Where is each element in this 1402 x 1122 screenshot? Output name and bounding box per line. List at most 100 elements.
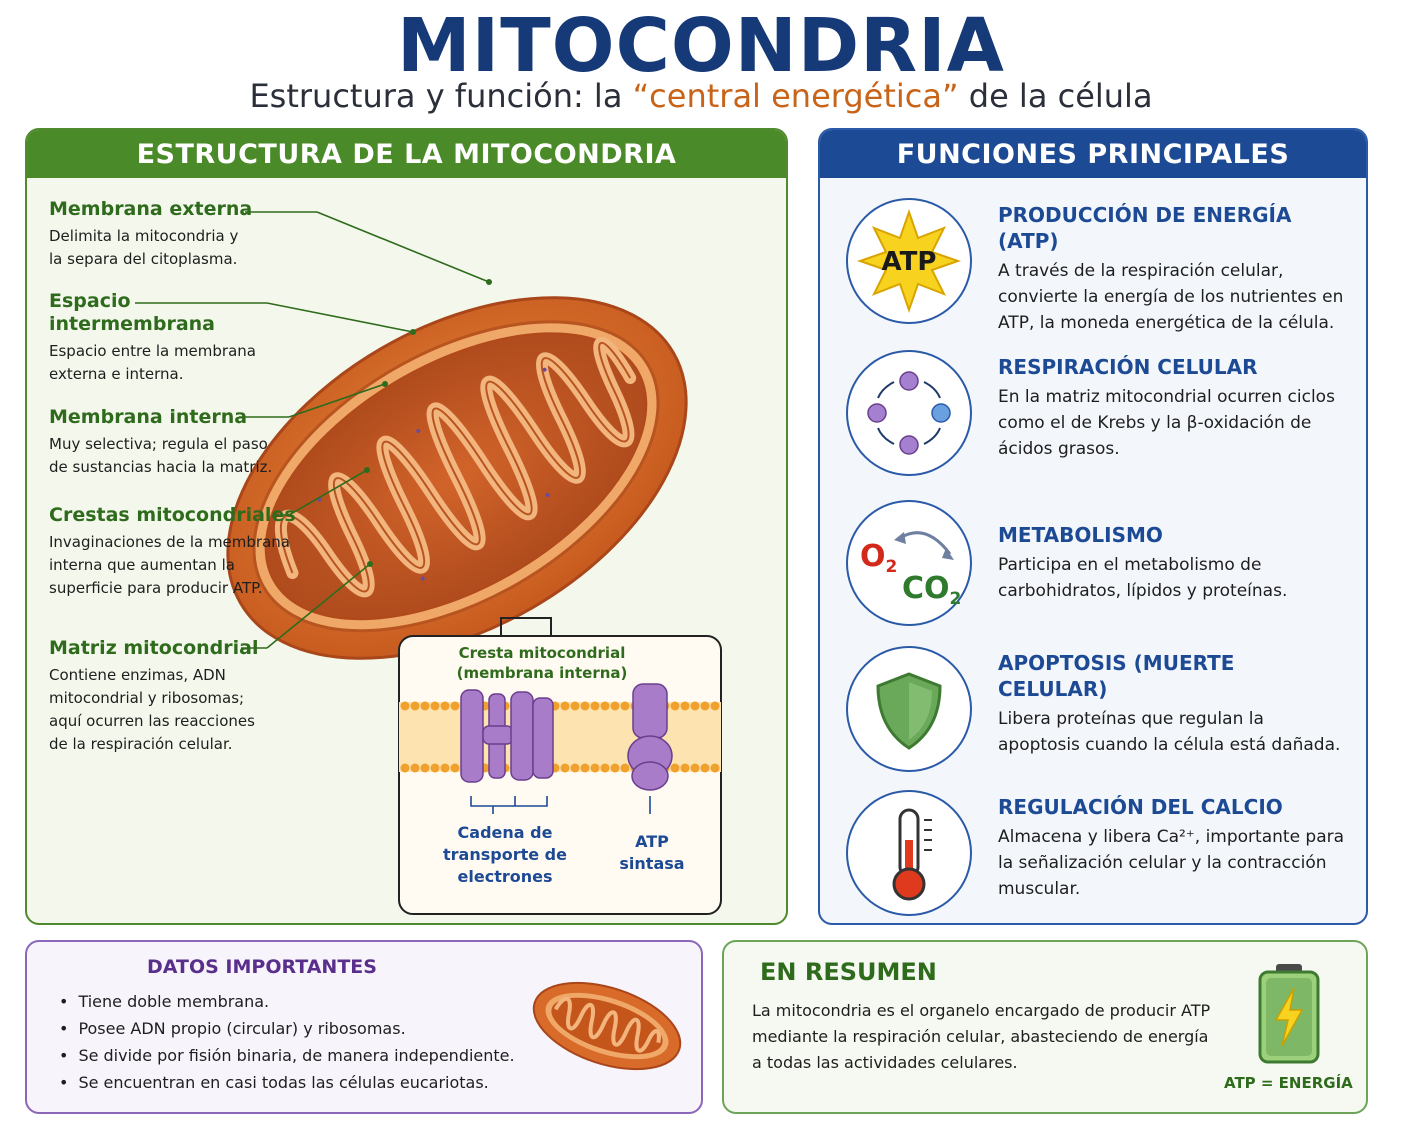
function-atp: ATP PRODUCCIÓN DE ENERGÍA (ATP) A través…: [820, 198, 1366, 333]
cycle-icon: [846, 350, 972, 476]
function-desc: Almacena y libera Ca²⁺, importante para …: [998, 827, 1345, 899]
atp-star-icon: ATP: [846, 198, 972, 324]
battery-label: ATP = ENERGÍA: [1224, 1074, 1353, 1092]
lipid-head: [410, 763, 420, 773]
lipid-head: [710, 701, 720, 711]
lipid-head: [400, 763, 410, 773]
atp-synthase-line2: sintasa: [619, 854, 684, 873]
lipid-head: [420, 763, 430, 773]
resumen-panel: EN RESUMEN La mitocondria es el organelo…: [722, 940, 1368, 1114]
lipid-head: [570, 763, 580, 773]
mitochondrion-diagram: Cresta mitocondrial (membrana interna): [135, 211, 722, 915]
datos-list: Tiene doble membrana. Posee ADN propio (…: [59, 988, 515, 1096]
lipid-head: [450, 701, 460, 711]
lipid-head: [600, 701, 610, 711]
lipid-head: [430, 701, 440, 711]
function-metabolismo: O2 CO2 METABOLISMO Participa en el metab…: [820, 500, 1366, 630]
label-desc: Muy selectiva; regula el paso de sustanc…: [49, 435, 273, 476]
o2-co2-icon: O2 CO2: [846, 500, 972, 626]
function-desc: A través de la respiración celular, conv…: [998, 261, 1344, 333]
datos-panel: DATOS IMPORTANTES Tiene doble membrana. …: [25, 940, 703, 1114]
lipid-head: [600, 763, 610, 773]
subtitle-end: de la célula: [958, 77, 1153, 115]
label-desc: Contiene enzimas, ADN mitocondrial y rib…: [49, 666, 255, 753]
lipid-head: [620, 763, 630, 773]
lipid-head: [450, 763, 460, 773]
lipid-head: [680, 763, 690, 773]
lipid-head: [580, 701, 590, 711]
lipid-head: [700, 701, 710, 711]
lipid-head: [620, 701, 630, 711]
list-item: Posee ADN propio (circular) y ribosomas.: [59, 1015, 515, 1042]
list-item: Se encuentran en casi todas las células …: [59, 1069, 515, 1096]
lipid-head: [430, 763, 440, 773]
lipid-head: [670, 701, 680, 711]
lipid-head: [560, 763, 570, 773]
resumen-heading: EN RESUMEN: [760, 958, 937, 986]
etc-line1: Cadena de: [458, 823, 553, 842]
label-espacio-intermembrana: Espacio intermembrana Espacio entre la m…: [49, 290, 309, 386]
small-mitochondrion-icon: [532, 981, 682, 1071]
subtitle-accent: “central energética”: [632, 77, 959, 115]
lipid-head: [570, 701, 580, 711]
structure-heading: ESTRUCTURA DE LA MITOCONDRIA: [27, 130, 786, 178]
list-item: Tiene doble membrana.: [59, 988, 515, 1015]
label-desc: Delimita la mitocondria y la separa del …: [49, 227, 239, 268]
svg-text:ATP: ATP: [882, 247, 937, 277]
functions-panel: FUNCIONES PRINCIPALES ATP PRODUCCIÓN DE …: [818, 128, 1368, 925]
function-title: METABOLISMO: [998, 523, 1163, 547]
etc-line2: transporte de: [443, 845, 567, 864]
lipid-head: [610, 763, 620, 773]
mitochondrion-body: [226, 296, 688, 660]
function-desc: Libera proteínas que regulan la apoptosi…: [998, 709, 1341, 755]
label-title: Espacio intermembrana: [49, 290, 215, 335]
page-subtitle: Estructura y función: la “central energé…: [0, 76, 1402, 116]
svg-text:O2: O2: [860, 539, 897, 577]
atp-synthase-line1: ATP: [635, 832, 669, 851]
function-title: RESPIRACIÓN CELULAR: [998, 355, 1258, 379]
datos-heading: DATOS IMPORTANTES: [147, 956, 377, 978]
cresta-inset: Cresta mitocondrial (membrana interna): [398, 635, 722, 915]
page-title: MITOCONDRIA: [397, 3, 1005, 89]
lipid-head: [690, 701, 700, 711]
battery-icon: [1258, 964, 1320, 1064]
lipid-head: [610, 701, 620, 711]
lipid-head: [440, 701, 450, 711]
label-desc: Invaginaciones de la membrana interna qu…: [49, 533, 290, 597]
inset-title-line2: (membrana interna): [457, 664, 628, 682]
lipid-head: [710, 763, 720, 773]
label-membrana-interna: Membrana interna Muy selectiva; regula e…: [49, 406, 309, 479]
function-respiracion: RESPIRACIÓN CELULAR En la matriz mitocon…: [820, 350, 1366, 480]
lipid-head: [420, 701, 430, 711]
etc-line3: electrones: [458, 867, 553, 886]
shield-icon: [846, 646, 972, 772]
lipid-head: [580, 763, 590, 773]
atp-synthase: [627, 683, 673, 791]
lipid-head: [680, 701, 690, 711]
label-membrana-externa: Membrana externa Delimita la mitocondria…: [49, 198, 309, 271]
structure-panel: ESTRUCTURA DE LA MITOCONDRIA: [25, 128, 788, 925]
lipid-head: [690, 763, 700, 773]
resumen-text: La mitocondria es el organelo encargado …: [752, 1001, 1211, 1072]
function-title: APOPTOSIS (MUERTE CELULAR): [998, 651, 1235, 701]
lipid-head: [560, 701, 570, 711]
function-title: PRODUCCIÓN DE ENERGÍA (ATP): [998, 203, 1292, 253]
label-crestas: Crestas mitocondriales Invaginaciones de…: [49, 504, 309, 600]
label-title: Membrana externa: [49, 198, 253, 220]
subtitle-start: Estructura y función: la: [249, 77, 633, 115]
lipid-head: [400, 701, 410, 711]
svg-text:CO2: CO2: [902, 571, 961, 609]
lipid-head: [440, 763, 450, 773]
inset-title-line1: Cresta mitocondrial: [459, 644, 626, 662]
lipid-head: [700, 763, 710, 773]
function-calcio: REGULACIÓN DEL CALCIO Almacena y libera …: [820, 790, 1366, 920]
thermometer-icon: [846, 790, 972, 916]
list-item: Se divide por fisión binaria, de manera …: [59, 1042, 514, 1069]
label-title: Crestas mitocondriales: [49, 504, 296, 526]
function-title: REGULACIÓN DEL CALCIO: [998, 795, 1283, 819]
label-title: Matriz mitocondrial: [49, 637, 259, 659]
label-desc: Espacio entre la membrana externa e inte…: [49, 342, 256, 383]
function-desc: En la matriz mitocondrial ocurren ciclos…: [998, 387, 1335, 459]
function-desc: Participa en el metabolismo de carbohidr…: [998, 555, 1288, 601]
label-matriz: Matriz mitocondrial Contiene enzimas, AD…: [49, 637, 309, 756]
